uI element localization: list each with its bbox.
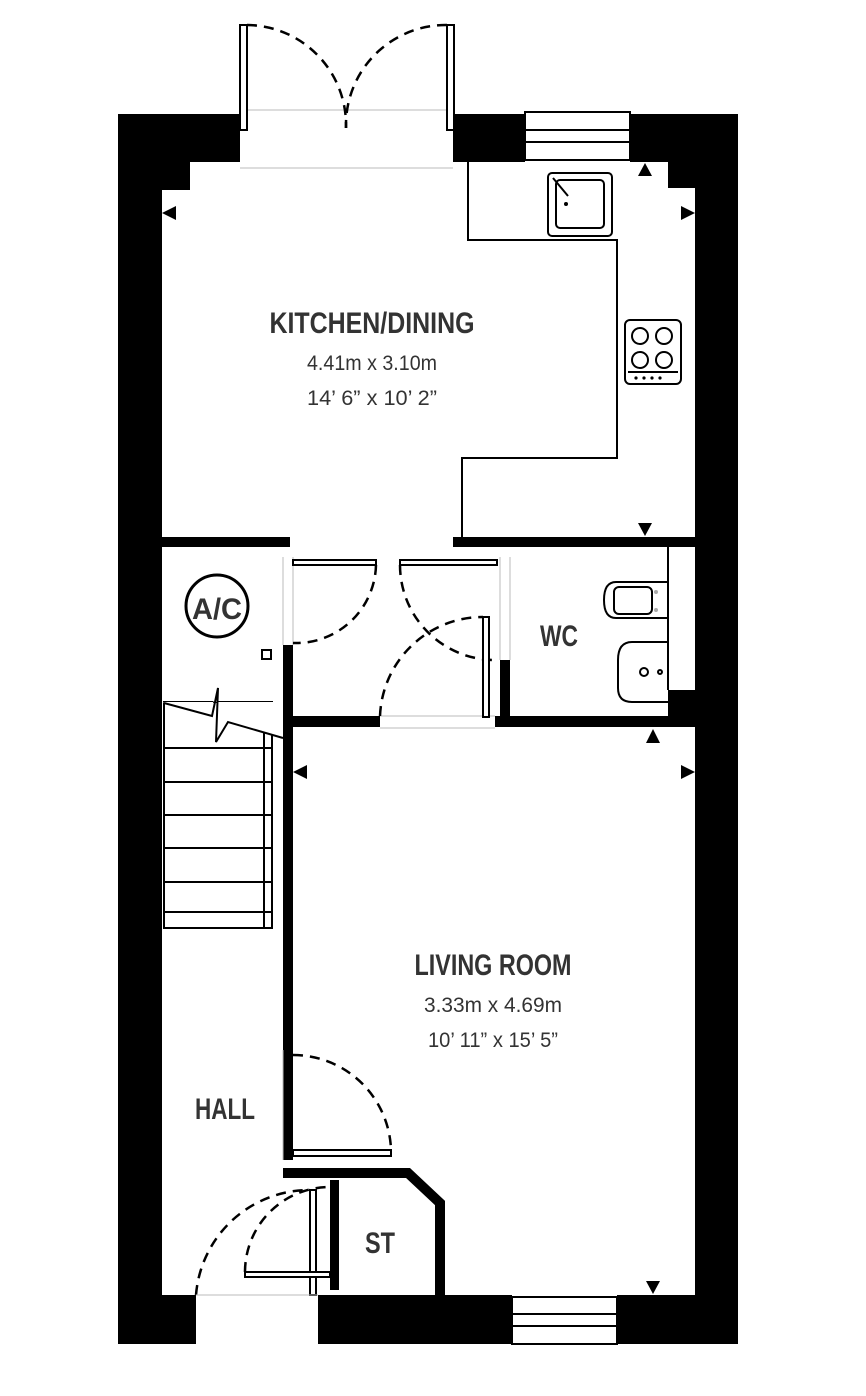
window-bottom bbox=[511, 1296, 618, 1345]
store-label: ST bbox=[365, 1227, 395, 1260]
kitchen-counter bbox=[461, 162, 618, 537]
living-imperial: 10’ 11” x 15’ 5” bbox=[428, 1029, 558, 1052]
kitchen-name: KITCHEN/DINING bbox=[270, 307, 475, 340]
wc-label: WC bbox=[540, 620, 578, 653]
basin-icon bbox=[617, 547, 669, 703]
living-name: LIVING ROOM bbox=[415, 949, 572, 982]
window-top bbox=[524, 111, 631, 161]
hall-label: HALL bbox=[195, 1093, 255, 1126]
airing-cupboard-vent bbox=[261, 649, 272, 660]
living-metric: 3.33m x 4.69m bbox=[424, 994, 562, 1017]
sink-icon bbox=[547, 172, 613, 237]
kitchen-imperial: 14’ 6” x 10’ 2” bbox=[307, 387, 437, 410]
outer-walls bbox=[118, 114, 738, 1344]
inner-walls bbox=[162, 537, 695, 1295]
dimension-markers bbox=[162, 163, 695, 1294]
hob-icon bbox=[624, 319, 682, 385]
internal-doors bbox=[194, 557, 511, 1296]
toilet-icon bbox=[602, 581, 668, 619]
airing-cupboard-label: A/C bbox=[192, 593, 242, 626]
kitchen-metric: 4.41m x 3.10m bbox=[307, 352, 437, 375]
staircase bbox=[162, 687, 284, 929]
airing-cupboard-symbol bbox=[184, 573, 250, 639]
french-doors bbox=[239, 23, 455, 169]
